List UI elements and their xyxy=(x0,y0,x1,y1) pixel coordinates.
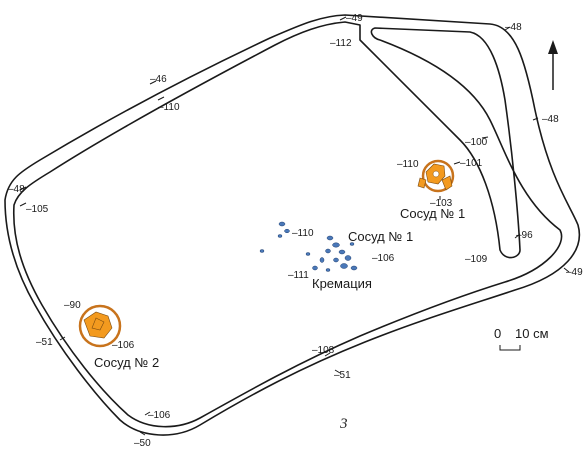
depth-label: –51 xyxy=(334,370,351,381)
depth-label: –90 xyxy=(64,300,81,311)
depth-label: –106 xyxy=(112,340,135,351)
depth-label: –100 xyxy=(465,137,488,148)
depth-label: –48 xyxy=(505,22,522,33)
depth-label: –46 xyxy=(150,74,167,85)
depth-label: –101 xyxy=(460,158,483,169)
depth-label: –110 xyxy=(158,102,180,113)
cremation-label: Кремация xyxy=(312,276,372,291)
vessel-1-center-label: Сосуд № 1 xyxy=(348,229,413,244)
depth-ticks xyxy=(19,16,570,436)
depth-label: –110 xyxy=(292,228,314,239)
vessel-2 xyxy=(78,304,122,348)
depth-label: –111 xyxy=(288,270,309,281)
pit-outline-inner xyxy=(12,21,563,428)
depth-label: –49 xyxy=(566,267,583,278)
depth-label: –106 xyxy=(148,410,171,421)
scale-start-label: 0 xyxy=(494,326,501,341)
scale-bar: 0 10 см xyxy=(494,326,549,351)
pit-outline-outer xyxy=(4,14,581,436)
depth-label: –50 xyxy=(134,438,151,449)
depth-label: –109 xyxy=(465,254,488,265)
north-arrow-icon xyxy=(548,40,558,90)
depth-label: –112 xyxy=(330,38,352,49)
depth-label: –49 xyxy=(346,13,363,24)
vessel-1-right-label: Сосуд № 1 xyxy=(400,206,465,221)
depth-label: –96 xyxy=(516,230,533,241)
depth-label: –103 xyxy=(430,198,453,209)
depth-label: –106 xyxy=(372,253,395,264)
cremation-fragments xyxy=(259,221,358,272)
scale-end-label: 10 см xyxy=(515,326,549,341)
vessel-2-label: Сосуд № 2 xyxy=(94,355,159,370)
depth-label: –105 xyxy=(26,204,49,215)
depth-label: –48 xyxy=(542,114,559,125)
depth-label: –48 xyxy=(8,184,25,195)
depth-label: –108 xyxy=(312,345,335,356)
depth-label: –110 xyxy=(397,159,419,170)
depth-label: –51 xyxy=(36,337,53,348)
vessel-1-right xyxy=(417,159,455,193)
figure-number: 3 xyxy=(339,416,348,432)
